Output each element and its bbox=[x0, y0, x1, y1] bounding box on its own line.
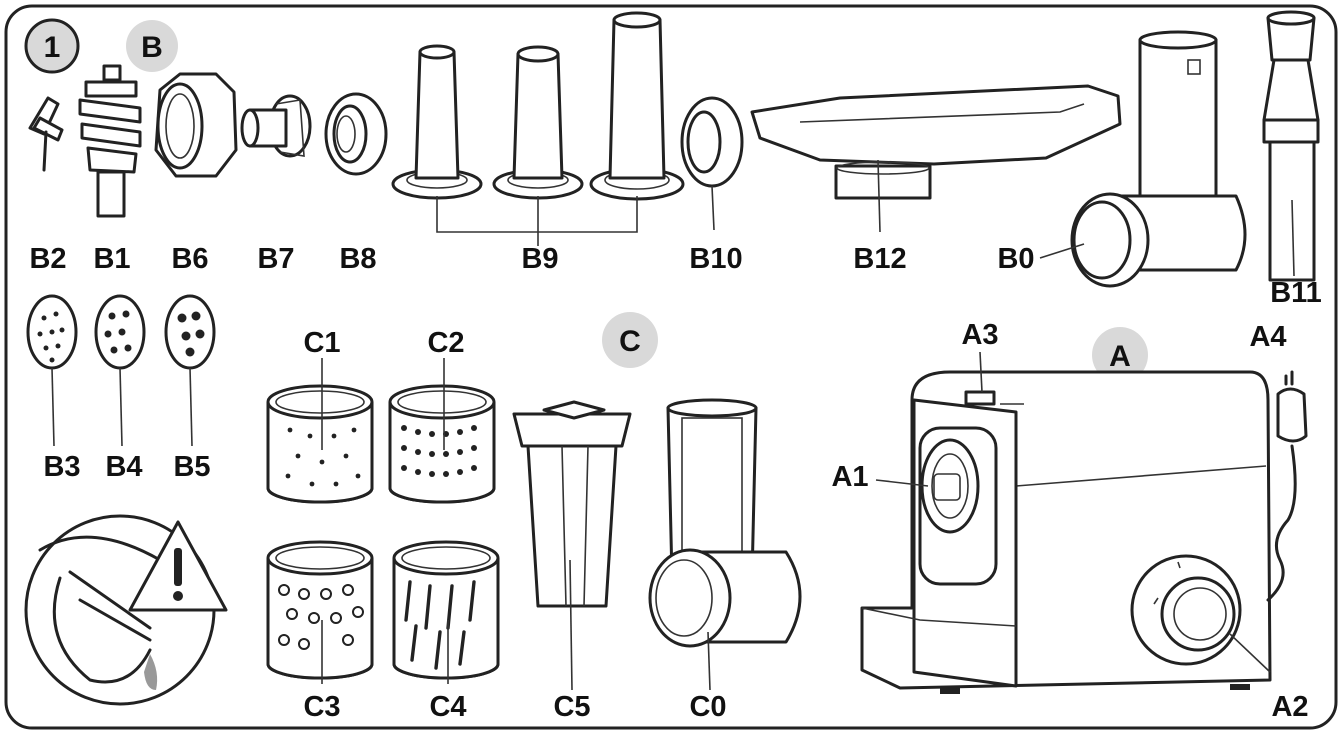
label-b6: B6 bbox=[171, 243, 208, 275]
part-b2-cutting-blade bbox=[28, 96, 64, 172]
part-c5-food-pusher bbox=[512, 400, 632, 691]
label-c3: C3 bbox=[303, 691, 340, 723]
label-b11: B11 bbox=[1270, 277, 1322, 309]
part-b5-grinding-plate-coarse bbox=[164, 294, 216, 447]
label-b10: B10 bbox=[689, 243, 742, 275]
part-c3-coarse-grating-drum bbox=[266, 540, 374, 684]
label-b7: B7 bbox=[257, 243, 294, 275]
label-a2: A2 bbox=[1271, 691, 1308, 723]
warning-hand-illustration bbox=[24, 514, 228, 706]
diagram-frame bbox=[4, 4, 1338, 730]
label-c1: C1 bbox=[303, 327, 340, 359]
label-a4: A4 bbox=[1249, 321, 1286, 353]
part-b0-shredder-housing bbox=[1039, 30, 1247, 288]
part-b3-grinding-plate-fine bbox=[26, 294, 78, 447]
label-b8: B8 bbox=[339, 243, 376, 275]
label-b5: B5 bbox=[173, 451, 210, 483]
part-b8-sausage-adapter bbox=[324, 92, 388, 176]
group-label-b: B bbox=[141, 31, 163, 64]
label-b12: B12 bbox=[853, 243, 906, 275]
label-c0: C0 bbox=[689, 691, 726, 723]
warning-triangle-icon bbox=[128, 520, 228, 612]
part-b6-ring-nut bbox=[154, 72, 238, 178]
main-unit-control-knob bbox=[1130, 554, 1271, 673]
sausage-nozzle-medium bbox=[492, 45, 584, 200]
label-b1: B1 bbox=[93, 243, 130, 275]
label-a3: A3 bbox=[961, 319, 998, 351]
label-c2: C2 bbox=[427, 327, 464, 359]
part-b4-grinding-plate-medium bbox=[94, 294, 146, 447]
figure-number-badge: 1 bbox=[24, 18, 80, 74]
label-b3: B3 bbox=[43, 451, 80, 483]
label-c5: C5 bbox=[553, 691, 590, 723]
label-b0: B0 bbox=[997, 243, 1034, 275]
part-c0-slicer-housing bbox=[648, 398, 802, 691]
group-badge-b: B bbox=[126, 20, 178, 72]
part-b11-food-pusher bbox=[1262, 10, 1320, 282]
label-b4: B4 bbox=[105, 451, 142, 483]
figure-number: 1 bbox=[44, 31, 61, 64]
group-label-c: C bbox=[619, 325, 641, 358]
part-b12-food-tray bbox=[750, 84, 1122, 233]
sausage-nozzle-small bbox=[391, 44, 483, 200]
group-badge-c: C bbox=[602, 312, 658, 368]
part-b10-ring bbox=[680, 96, 744, 231]
sausage-nozzle-large bbox=[589, 11, 685, 201]
part-b9-sausage-nozzles bbox=[391, 11, 685, 246]
label-a1: A1 bbox=[831, 461, 868, 493]
label-c4: C4 bbox=[429, 691, 466, 723]
part-c2-grating-drum bbox=[388, 358, 496, 504]
label-b9: B9 bbox=[521, 243, 558, 275]
label-b2: B2 bbox=[29, 243, 66, 275]
group-label-a: A bbox=[1109, 340, 1131, 373]
group-badge-a: A bbox=[1092, 327, 1148, 383]
part-c1-slicing-drum bbox=[266, 358, 374, 504]
part-labels: B2 B1 B6 B7 B8 B9 B10 B12 B0 B11 B3 B4 B… bbox=[29, 243, 1321, 723]
part-b1-auger bbox=[78, 64, 142, 218]
main-unit-power-cord-plug bbox=[1266, 370, 1308, 602]
part-c4-julienne-drum bbox=[392, 540, 500, 684]
part-b7-kubbe-attachment bbox=[240, 94, 312, 158]
